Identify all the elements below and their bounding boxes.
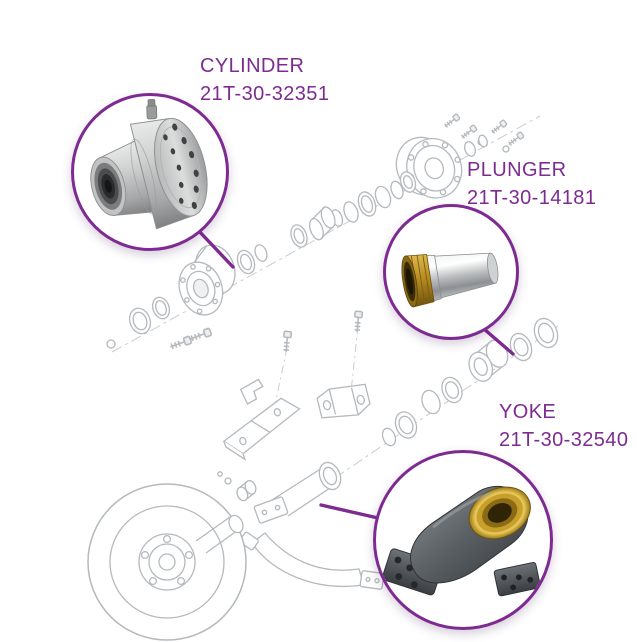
yoke-part-number: 21T-30-32540 xyxy=(499,429,629,451)
yoke-label: YOKE 21T-30-32540 xyxy=(499,398,628,454)
plunger-leader-line xyxy=(482,327,515,356)
plunger-photo-callout xyxy=(383,204,519,340)
angle-bracket-part xyxy=(239,378,264,405)
cylinder-part-name: CYLINDER xyxy=(200,55,305,77)
yoke-drawing-part xyxy=(217,461,342,524)
yoke-leader-line xyxy=(319,503,380,520)
plunger-part-number: 21T-30-14181 xyxy=(467,187,597,209)
ring-cascade xyxy=(290,171,417,248)
cylinder-part-photo xyxy=(90,98,208,230)
yoke-part-photo xyxy=(382,485,541,597)
plunger-part-name: PLUNGER xyxy=(467,159,567,181)
cylinder-label: CYLINDER 21T-30-32351 xyxy=(200,52,329,108)
plunger-cascade xyxy=(381,317,559,447)
cylinder-part-number: 21T-30-32351 xyxy=(200,83,330,105)
plunger-part-photo xyxy=(401,252,499,308)
u-bracket-part xyxy=(316,383,371,419)
cylinder-leader-line xyxy=(195,227,235,269)
cylinder-drawing-part xyxy=(178,244,236,316)
support-arm-part xyxy=(239,531,385,590)
yoke-part-name: YOKE xyxy=(499,401,557,423)
drum-wheel-part xyxy=(87,483,247,641)
plunger-label: PLUNGER 21T-30-14181 xyxy=(467,156,596,212)
cylinder-photo-callout xyxy=(71,93,229,251)
mount-plate-part xyxy=(222,397,301,461)
seal-rings xyxy=(106,296,171,349)
yoke-photo-callout xyxy=(373,450,553,630)
